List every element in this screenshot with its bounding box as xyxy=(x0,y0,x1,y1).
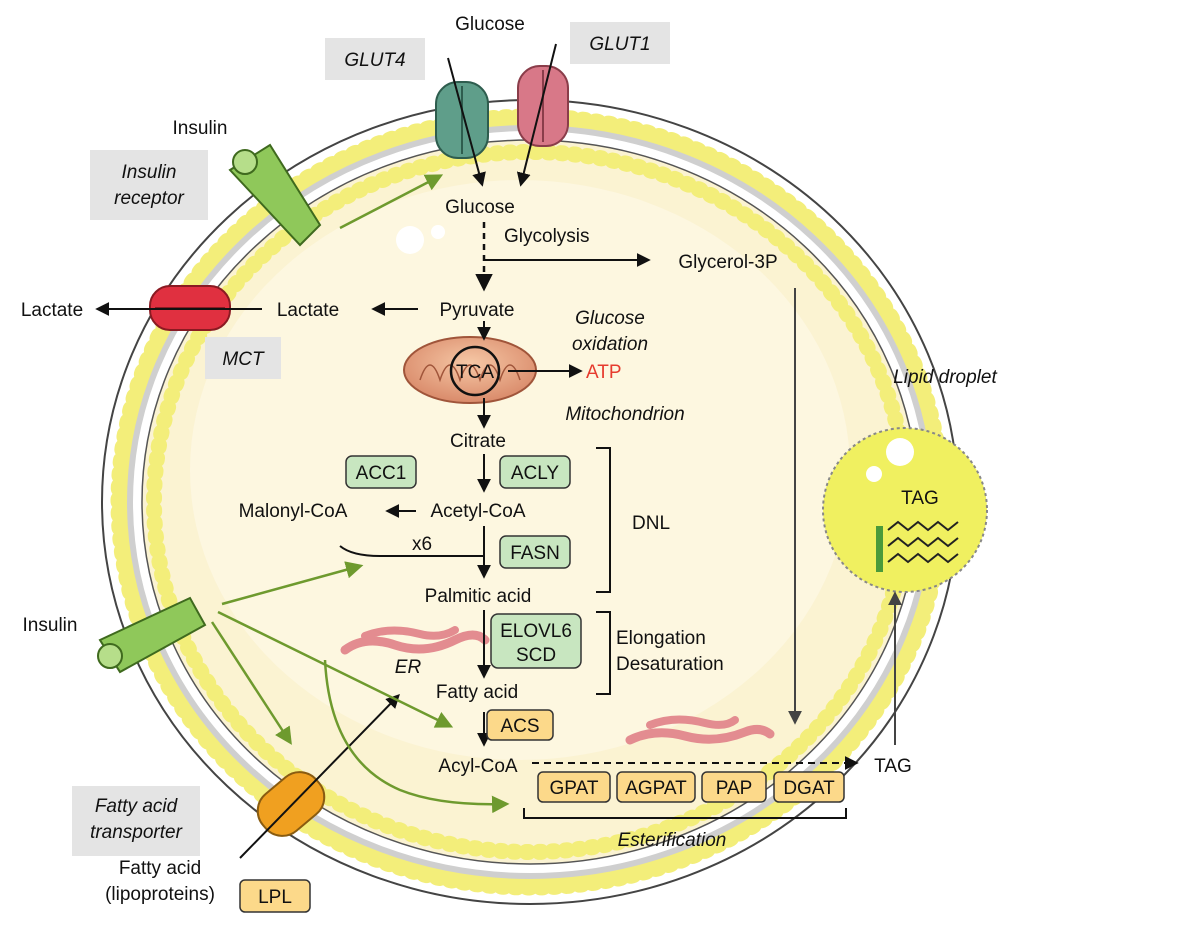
lipid-droplet-label: Lipid droplet xyxy=(893,367,997,388)
acs-enzyme: ACS xyxy=(500,716,539,737)
insulin-top-label: Insulin xyxy=(173,118,228,139)
insulin-receptor-label-2: receptor xyxy=(114,188,184,209)
er-shape-top xyxy=(340,626,490,655)
pyruvate-label: Pyruvate xyxy=(440,300,515,321)
atp-label: ATP xyxy=(586,362,622,383)
mct-label: MCT xyxy=(222,349,265,370)
fatty-acid-outside-label: Fatty acid xyxy=(119,858,201,879)
tca-label: TCA xyxy=(456,362,494,383)
pathway-arrows xyxy=(95,43,902,859)
fa-transporter-label-1: Fatty acid xyxy=(95,796,179,817)
glucose-oxidation-label-1: Glucose xyxy=(575,308,645,329)
lipoproteins-label: (lipoproteins) xyxy=(105,884,215,905)
tag-outside-label: TAG xyxy=(874,756,912,777)
esterification-label: Esterification xyxy=(618,830,727,851)
esterification-bracket xyxy=(523,808,847,819)
glucose-inside-label: Glucose xyxy=(445,197,515,218)
mitochondrion-label: Mitochondrion xyxy=(565,404,684,425)
acetyl-coa-label: Acetyl-CoA xyxy=(430,501,525,522)
lpl-enzyme: LPL xyxy=(258,887,292,908)
glucose-oxidation-label-2: oxidation xyxy=(572,334,648,355)
acyl-coa-label: Acyl-CoA xyxy=(438,756,518,777)
insulin-receptor-top xyxy=(228,143,322,247)
glut1-label: GLUT1 xyxy=(589,34,650,55)
lactate-inside-label: Lactate xyxy=(277,300,339,321)
lactate-outside-label: Lactate xyxy=(21,300,83,321)
glycolysis-label: Glycolysis xyxy=(504,226,590,247)
malonyl-coa-label: Malonyl-CoA xyxy=(239,501,348,522)
insulin-receptor-label-1: Insulin xyxy=(122,162,177,183)
glut4-label: GLUT4 xyxy=(344,50,405,71)
elovl6-enzyme: ELOVL6 xyxy=(500,621,572,642)
fatty-acid-label: Fatty acid xyxy=(436,682,518,703)
agpat-enzyme: AGPAT xyxy=(625,778,687,799)
lipid-droplet xyxy=(822,427,988,593)
dgat-enzyme: DGAT xyxy=(783,778,835,799)
elongation-bracket xyxy=(596,611,611,695)
pap-enzyme: PAP xyxy=(716,778,753,799)
er-label: ER xyxy=(395,657,422,678)
acly-enzyme: ACLY xyxy=(511,463,560,484)
insulin-signal-arrows xyxy=(210,174,510,814)
tag-inside-label: TAG xyxy=(901,488,939,509)
glucose-outside-label: Glucose xyxy=(455,14,525,35)
tag-chain-1 xyxy=(887,520,959,532)
scd-enzyme: SCD xyxy=(516,645,556,666)
gpat-enzyme: GPAT xyxy=(550,778,599,799)
er-shape-bottom xyxy=(625,715,775,745)
citrate-label: Citrate xyxy=(450,431,506,452)
glut4-channel xyxy=(435,81,489,159)
x6-label: x6 xyxy=(412,534,432,555)
palmitic-acid-label: Palmitic acid xyxy=(425,586,532,607)
tag-chain-3 xyxy=(887,552,959,564)
acc1-enzyme: ACC1 xyxy=(356,463,407,484)
glut1-channel xyxy=(517,65,569,147)
dnl-bracket xyxy=(596,447,611,593)
glycerol3p-label: Glycerol-3P xyxy=(678,252,777,273)
desaturation-label: Desaturation xyxy=(616,654,724,675)
fa-transporter-label-2: transporter xyxy=(90,822,183,843)
brackets xyxy=(523,447,847,819)
insulin-bottom-label: Insulin xyxy=(23,615,78,636)
insulin-receptor-bottom xyxy=(97,596,207,674)
elongation-label: Elongation xyxy=(616,628,706,649)
dnl-label: DNL xyxy=(632,513,670,534)
fasn-enzyme: FASN xyxy=(510,543,560,564)
tag-chain-2 xyxy=(887,536,959,548)
tca-cycle-icon xyxy=(449,345,501,397)
